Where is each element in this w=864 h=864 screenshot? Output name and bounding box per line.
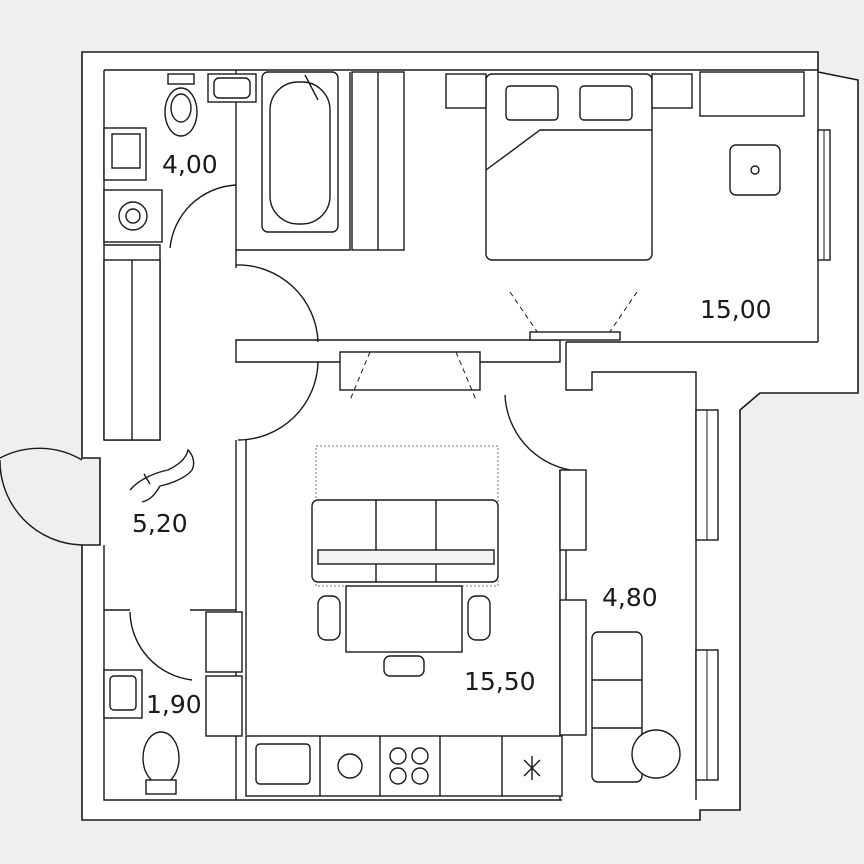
room-area-hallway: 5,20 <box>132 509 188 538</box>
bathroom-fixtures <box>103 71 405 251</box>
tv-console <box>339 351 481 401</box>
plant-icon <box>729 144 781 196</box>
room-area-balcony: 4,80 <box>602 583 658 612</box>
fridge-icon <box>523 756 541 780</box>
windows <box>559 129 831 781</box>
cat-icon <box>129 448 195 503</box>
room-area-bathroom: 4,00 <box>162 150 218 179</box>
room-area-toilet: 1,90 <box>146 690 202 719</box>
kitchen-counter <box>245 735 563 797</box>
sofa-icon <box>311 499 499 583</box>
dining-table-icon <box>317 585 491 677</box>
tv-bedroom <box>509 291 638 341</box>
washing-machine-icon <box>103 189 163 243</box>
room-area-bedroom: 15,00 <box>700 295 772 324</box>
bathtub-icon <box>261 71 339 233</box>
kitchen-sink-icon <box>255 743 311 785</box>
dresser <box>699 71 805 117</box>
nightstand <box>651 73 693 109</box>
doors <box>0 184 571 681</box>
round-table-icon <box>631 729 681 779</box>
room-area-living: 15,50 <box>464 667 536 696</box>
toilet-room-fixtures <box>103 611 243 795</box>
stove-icon <box>389 747 429 785</box>
hallway-wardrobe <box>103 259 161 441</box>
balcony-furniture <box>591 631 681 783</box>
bed-icon <box>485 73 653 261</box>
towel-rack <box>351 71 405 251</box>
nightstand <box>445 73 487 109</box>
toilet-icon <box>164 73 198 137</box>
apartment-floor <box>81 51 859 821</box>
